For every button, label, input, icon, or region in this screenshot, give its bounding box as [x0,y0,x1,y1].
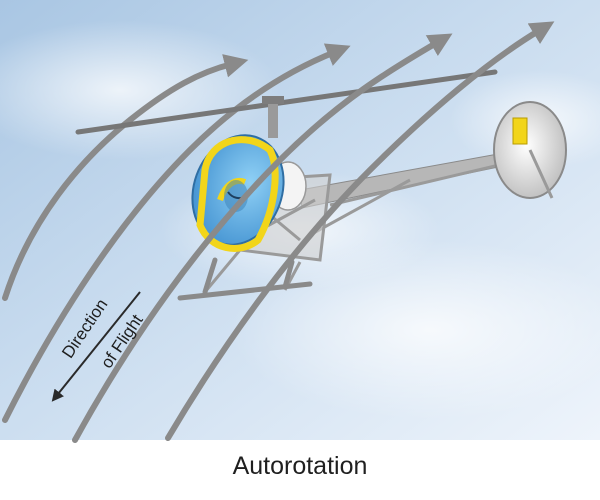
rotor-mast [262,96,284,138]
airflow-arrow-2 [2,43,351,423]
airflow-arrow-4 [165,21,555,441]
airflow-arrows-front [72,21,555,443]
cabin [191,134,285,252]
landing-skids [177,257,313,301]
diagram-caption: Autorotation [232,452,368,480]
direction-of-flight-arrow [51,291,141,402]
tail-rotor [493,101,567,199]
airflow-arrow-3 [72,33,453,443]
main-rotor-blade [75,69,498,135]
caption-band [0,440,600,500]
